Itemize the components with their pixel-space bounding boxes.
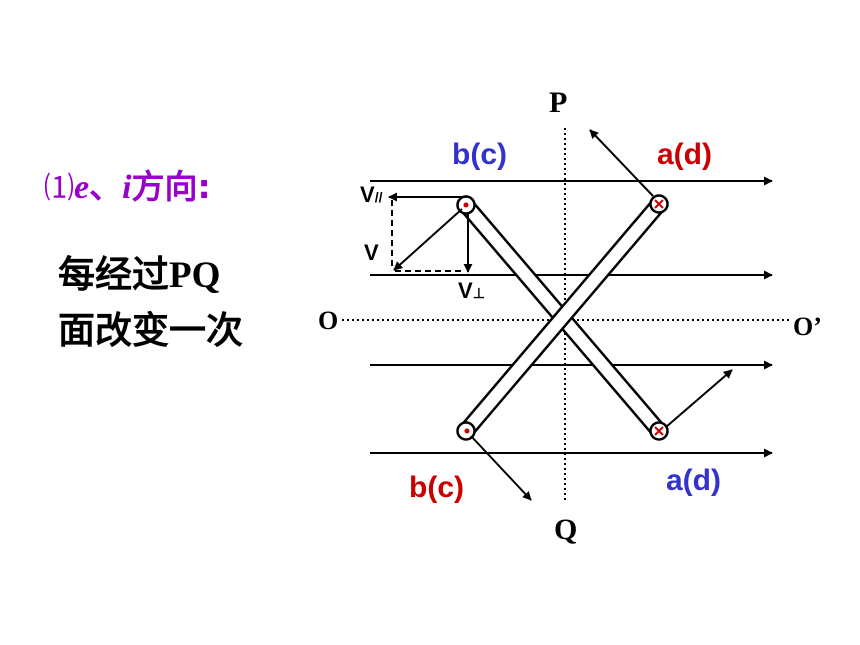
v-parallel-symbol: V xyxy=(360,182,375,207)
label-bottom-right-ad: a(d) xyxy=(666,464,721,497)
velocity-arrow-top-right xyxy=(589,129,654,197)
plane-label-q: Q xyxy=(554,513,578,546)
velocity-arrow-bottom-left xyxy=(470,435,532,501)
item-number: ⑴ xyxy=(44,172,74,205)
plane-label-p: P xyxy=(549,86,568,119)
label-top-left-bc: b(c) xyxy=(452,138,507,171)
current-symbol: i xyxy=(122,169,132,206)
rule-line-2: 面改变一次 xyxy=(58,309,243,352)
emf-symbol: e xyxy=(74,169,90,206)
coil-side-ad-to-bc xyxy=(457,195,668,440)
axis-label-o: O xyxy=(318,306,339,335)
rule-line-1-plane: PQ xyxy=(169,255,221,296)
v-parallel-subscript: // xyxy=(374,189,383,205)
rule-line-1: 每经过PQ xyxy=(58,256,220,294)
velocity-arrow-bottom-right xyxy=(665,369,733,428)
rule-line-1-text: 每经过 xyxy=(58,253,169,296)
label-v-parallel: V// xyxy=(360,184,382,206)
conductor-top-right xyxy=(649,194,669,214)
v-perp-subscript: ⊥ xyxy=(472,285,485,301)
label-v-perp: V⊥ xyxy=(458,280,485,302)
section-heading: ⑴e、i方向: xyxy=(44,170,211,205)
label-bottom-left-bc: b(c) xyxy=(409,471,464,504)
separator: 、 xyxy=(89,167,123,206)
conductor-bottom-left xyxy=(456,421,476,441)
heading-text: 方向: xyxy=(131,167,211,206)
v-perp-symbol: V xyxy=(458,278,473,303)
conductor-bottom-right xyxy=(649,421,669,441)
label-v-total: V xyxy=(364,240,379,265)
axis-label-o-prime: O’ xyxy=(793,312,822,341)
label-top-right-ad: a(d) xyxy=(657,138,712,171)
velocity-total-arrow xyxy=(393,208,463,271)
